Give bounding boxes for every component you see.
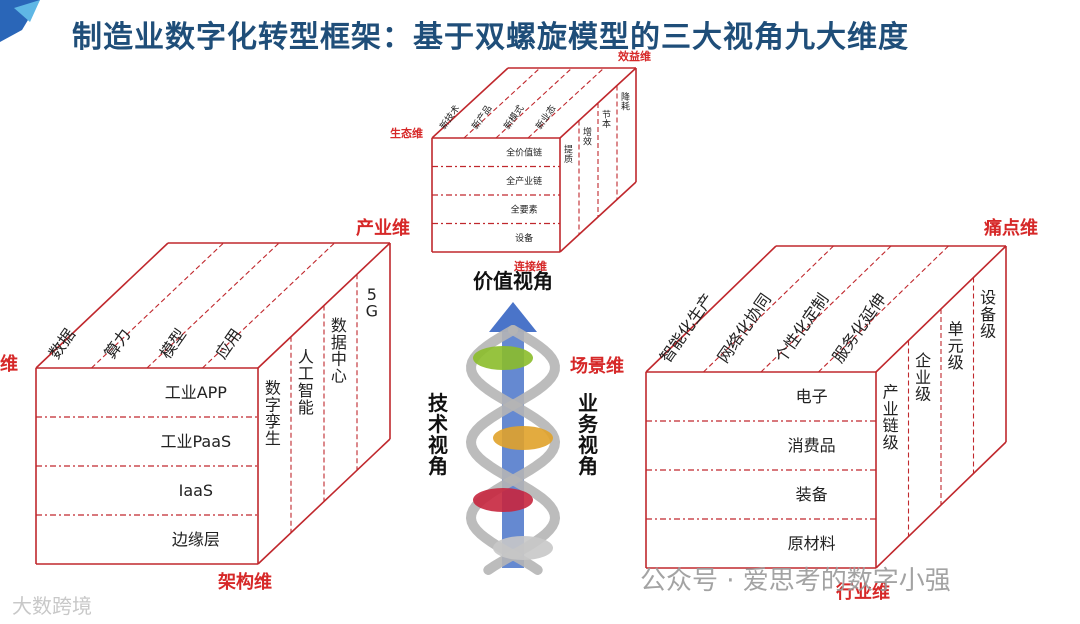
left-cube-top-item: 应用: [212, 325, 246, 362]
label-industry-dim: 产业维: [356, 217, 410, 239]
top-cube-side-item: 增效: [583, 126, 592, 147]
top-cube-top-item: 新技术: [437, 103, 462, 132]
right-cube-side-item: 单元级: [948, 320, 964, 373]
right-cube-front-row: 消费品: [788, 436, 836, 455]
left-cube-top-item: 数据: [45, 325, 79, 362]
top-cube-side-item: 降耗: [621, 91, 630, 112]
right-cube-front-row: 原材料: [788, 534, 836, 553]
left-cube-front-row: IaaS: [179, 481, 213, 500]
top-cube-front-row: 全价值链: [506, 146, 542, 158]
top-cube-front-row: 设备: [515, 232, 533, 244]
right-cube-side-item: 产业链级: [883, 383, 899, 452]
watermark: 公众号 · 爱思考的数字小强: [640, 560, 951, 597]
left-cube-top-item: 算力: [101, 325, 135, 362]
watermark-secondary: 大数跨境: [12, 590, 92, 619]
label-architecture-dim: 架构维: [218, 571, 272, 593]
label-scenario-dim: 场景维: [570, 355, 624, 377]
top-cube-front-row: 全产业链: [506, 175, 542, 187]
top-cube-top-item: 新产品: [469, 103, 494, 132]
left-cube-side-item: 数据中心: [331, 316, 347, 385]
right-cube-front-row: 电子: [796, 387, 828, 406]
left-cube-front-row: 工业PaaS: [160, 432, 231, 451]
left-cube-side-item: 人工智能: [298, 347, 314, 416]
right-cube-top-item: 智能化生产: [656, 290, 717, 366]
right-cube-top-item: 网络化协同: [714, 290, 775, 366]
value-perspective-label: 价值视角: [473, 269, 553, 293]
label-left-dim: 维: [0, 353, 18, 375]
left-cube-top-item: 模型: [156, 325, 190, 362]
right-cube-top-item: 个性化定制: [771, 290, 832, 366]
helix-segment: [493, 426, 553, 450]
helix-segment: [473, 488, 533, 512]
right-cube-side-item: 设备级: [980, 288, 996, 341]
helix-segment: [473, 346, 533, 370]
right-cube-side-item: 企业级: [915, 351, 931, 404]
left-cube-front-row: 工业APP: [165, 383, 228, 402]
label-ecology-dim: 生态维: [390, 126, 423, 140]
helix-segment: [493, 536, 553, 560]
right-cube-top-item: 服务化延伸: [829, 290, 890, 366]
top-cube-side-item: 提质: [564, 144, 573, 164]
left-cube-side-item: 数字孪生: [265, 379, 281, 448]
business-perspective-label: 业务视角: [578, 391, 599, 478]
right-cube-front-row: 装备: [796, 485, 828, 504]
top-cube-top-item: 新业态: [533, 103, 558, 132]
tech-perspective-label: 技术视角: [428, 391, 449, 478]
left-cube-front-row: 边缘层: [172, 530, 220, 549]
label-efficiency-dim: 效益维: [618, 49, 651, 63]
label-painpoint-dim: 痛点维: [984, 217, 1038, 239]
top-cube-top-item: 新模式: [501, 103, 526, 132]
top-cube-front-row: 全要素: [511, 203, 538, 215]
top-cube-side-item: 节本: [602, 109, 611, 129]
